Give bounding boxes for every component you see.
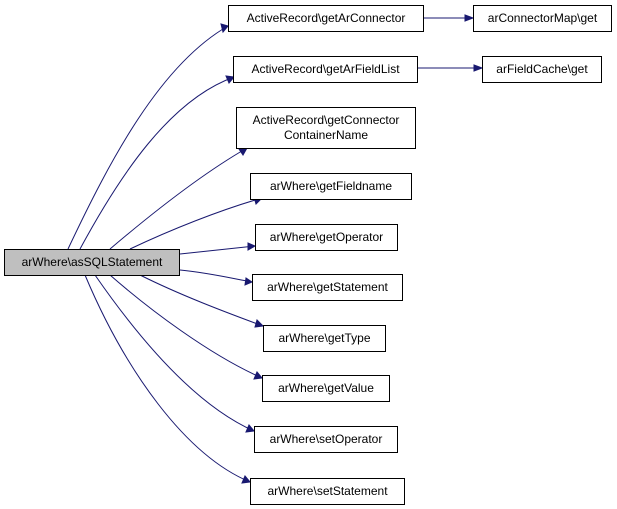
edge-root-to-set-operator xyxy=(94,274,255,432)
node-set-statement[interactable]: arWhere\setStatement xyxy=(250,478,405,505)
node-field-cache-get[interactable]: arFieldCache\get xyxy=(482,56,602,83)
edge-root-to-get-fieldname xyxy=(129,197,263,250)
node-as-sql-statement[interactable]: arWhere\asSQLStatement xyxy=(4,249,180,276)
node-get-type[interactable]: arWhere\getType xyxy=(263,325,386,352)
arrow-connector-map-get xyxy=(464,14,475,22)
node-get-operator[interactable]: arWhere\getOperator xyxy=(255,224,398,251)
arrow-get-ar-connector xyxy=(220,23,229,34)
node-set-operator[interactable]: arWhere\setOperator xyxy=(254,426,398,453)
node-get-connector-container-name-line-1: ActiveRecord\getConnector xyxy=(252,113,400,127)
arrow-set-operator xyxy=(245,424,255,433)
arrow-get-operator xyxy=(247,242,257,251)
node-connector-map-get[interactable]: arConnectorMap\get xyxy=(473,5,612,32)
arrow-get-connector-container-name xyxy=(238,147,248,156)
edge-root-to-get-ar-connector xyxy=(67,25,229,250)
arrow-field-cache-get xyxy=(473,64,484,72)
edge-root-to-get-type xyxy=(139,274,264,327)
node-get-connector-container-name-line-2: ContainerName xyxy=(283,128,369,142)
edge-root-to-set-statement xyxy=(84,274,251,483)
node-get-ar-connector[interactable]: ActiveRecord\getArConnector xyxy=(228,5,424,32)
edge-root-to-get-ar-field-list xyxy=(79,76,235,250)
arrow-set-statement xyxy=(241,475,251,484)
arrow-get-type xyxy=(254,319,265,328)
edge-root-to-get-operator xyxy=(179,245,256,255)
edge-root-to-get-statement xyxy=(179,269,253,283)
edge-root-to-get-connector-container-name xyxy=(109,147,248,250)
arrow-get-ar-field-list xyxy=(225,75,235,84)
arrow-get-value xyxy=(253,371,263,380)
node-get-fieldname[interactable]: arWhere\getFieldname xyxy=(250,173,412,200)
node-get-value[interactable]: arWhere\getValue xyxy=(262,375,390,402)
arrow-get-statement xyxy=(244,277,254,286)
node-get-connector-container-name[interactable]: ActiveRecord\getConnector ContainerName xyxy=(236,107,416,149)
node-get-statement[interactable]: arWhere\getStatement xyxy=(252,274,403,301)
node-get-ar-field-list[interactable]: ActiveRecord\getArFieldList xyxy=(233,56,418,83)
edge-root-to-get-value xyxy=(109,274,263,379)
